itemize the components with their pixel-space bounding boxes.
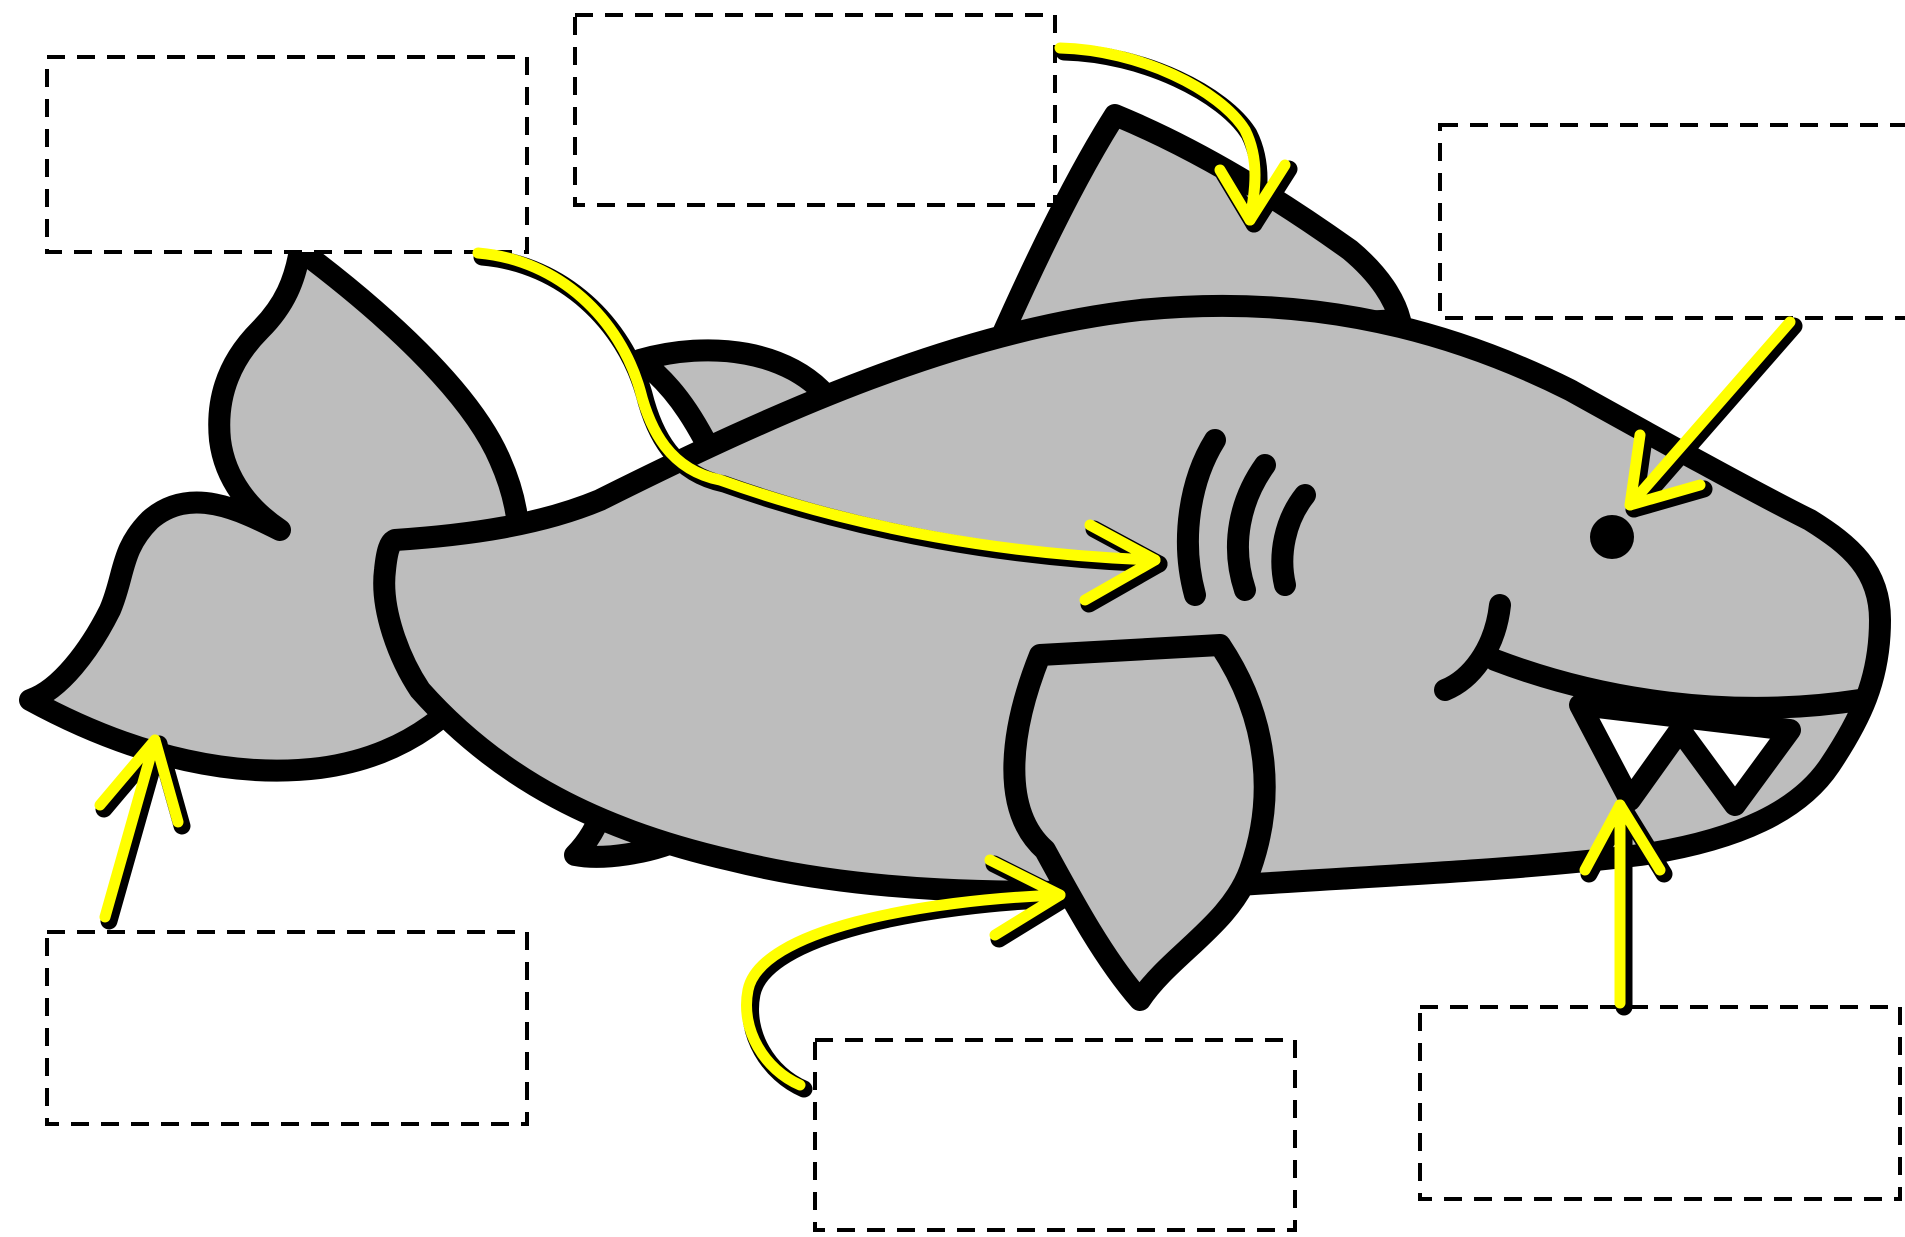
label-box-bottom-center[interactable] (815, 1040, 1295, 1230)
eye (1590, 515, 1634, 559)
label-box-top-center[interactable] (575, 15, 1055, 205)
label-box-top-left[interactable] (47, 57, 527, 252)
label-box-bottom-right[interactable] (1420, 1007, 1900, 1199)
pectoral-fin (1014, 645, 1264, 1000)
label-box-bottom-left[interactable] (47, 932, 527, 1124)
label-box-top-right[interactable] (1440, 125, 1905, 318)
